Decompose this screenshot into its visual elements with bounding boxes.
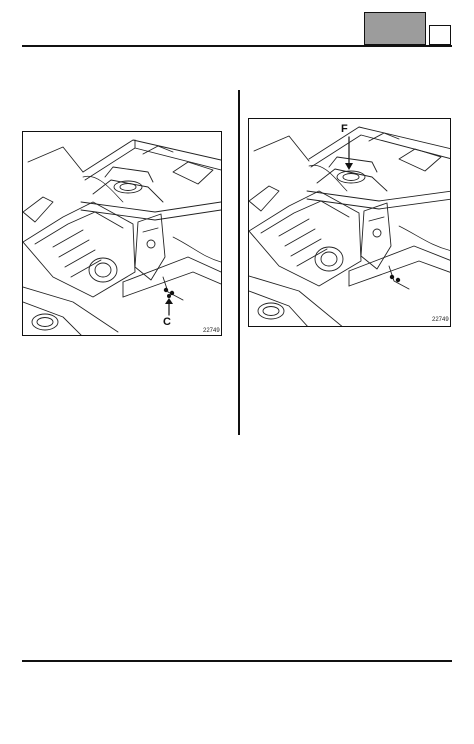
column-divider bbox=[238, 90, 240, 435]
figure-right: F 22749 bbox=[248, 118, 451, 327]
figure-left: C 22749 bbox=[22, 131, 222, 336]
footer-rule bbox=[22, 660, 452, 662]
section-subtab bbox=[429, 25, 451, 45]
header-rule bbox=[22, 45, 452, 47]
figure-reference: 22749 bbox=[432, 317, 449, 323]
engine-bay-drawing-left bbox=[23, 139, 221, 335]
section-tab bbox=[364, 12, 426, 45]
figure-reference: 22749 bbox=[203, 328, 220, 334]
callout-label: C bbox=[163, 316, 171, 328]
callout-label: F bbox=[341, 123, 348, 135]
engine-bay-drawing-right bbox=[249, 126, 450, 326]
